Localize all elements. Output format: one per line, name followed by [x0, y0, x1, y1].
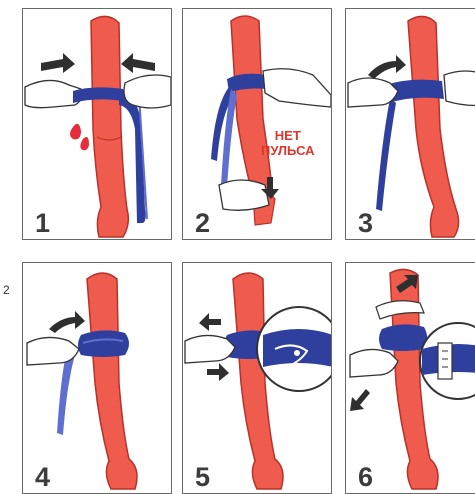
arrow-icon — [49, 311, 85, 333]
arm-illustration — [23, 263, 172, 494]
hand-icon — [350, 349, 398, 377]
step-number: 6 — [358, 464, 373, 491]
hand-icon — [444, 71, 475, 106]
step-panel-6: 6 — [345, 262, 475, 494]
arrow-icon — [199, 313, 221, 331]
blood-drop-icon — [70, 124, 81, 140]
arrow-icon — [368, 55, 406, 79]
step-number: 2 — [195, 210, 210, 237]
arrow-icon — [41, 53, 75, 73]
arrow-icon — [121, 53, 155, 73]
arrow-icon — [350, 389, 370, 411]
tourniquet-icon — [78, 330, 129, 357]
stray-mark: 2 — [3, 283, 10, 297]
hand-icon — [185, 335, 235, 363]
step-number: 5 — [195, 464, 210, 491]
step-panel-1: 1 — [22, 8, 172, 240]
step-number: 4 — [35, 464, 50, 491]
arm-illustration — [183, 9, 332, 240]
step-number: 3 — [358, 210, 373, 237]
hand-icon — [263, 69, 331, 107]
warning-line: ПУЛЬСА — [261, 144, 315, 159]
hand-icon — [124, 75, 171, 108]
arm-illustration — [346, 263, 475, 494]
step-panel-3: 3 — [345, 8, 475, 240]
step-panel-2: НЕТ ПУЛЬСА 2 — [182, 8, 332, 240]
arm-illustration — [346, 9, 475, 240]
blood-drop-icon — [80, 137, 89, 150]
step-number: 1 — [35, 210, 50, 237]
magnifier-circle-icon — [257, 307, 332, 391]
step-panel-4: 4 — [22, 262, 172, 494]
arrow-icon — [207, 363, 229, 381]
step-panel-5: 5 — [182, 262, 332, 494]
arm-illustration — [23, 9, 172, 240]
tourniquet-icon — [379, 324, 427, 351]
warning-line: НЕТ — [261, 129, 315, 144]
magnifier-circle-icon — [420, 323, 475, 399]
arm-illustration — [183, 263, 332, 494]
hand-icon — [219, 180, 269, 210]
no-pulse-warning: НЕТ ПУЛЬСА — [261, 129, 315, 159]
